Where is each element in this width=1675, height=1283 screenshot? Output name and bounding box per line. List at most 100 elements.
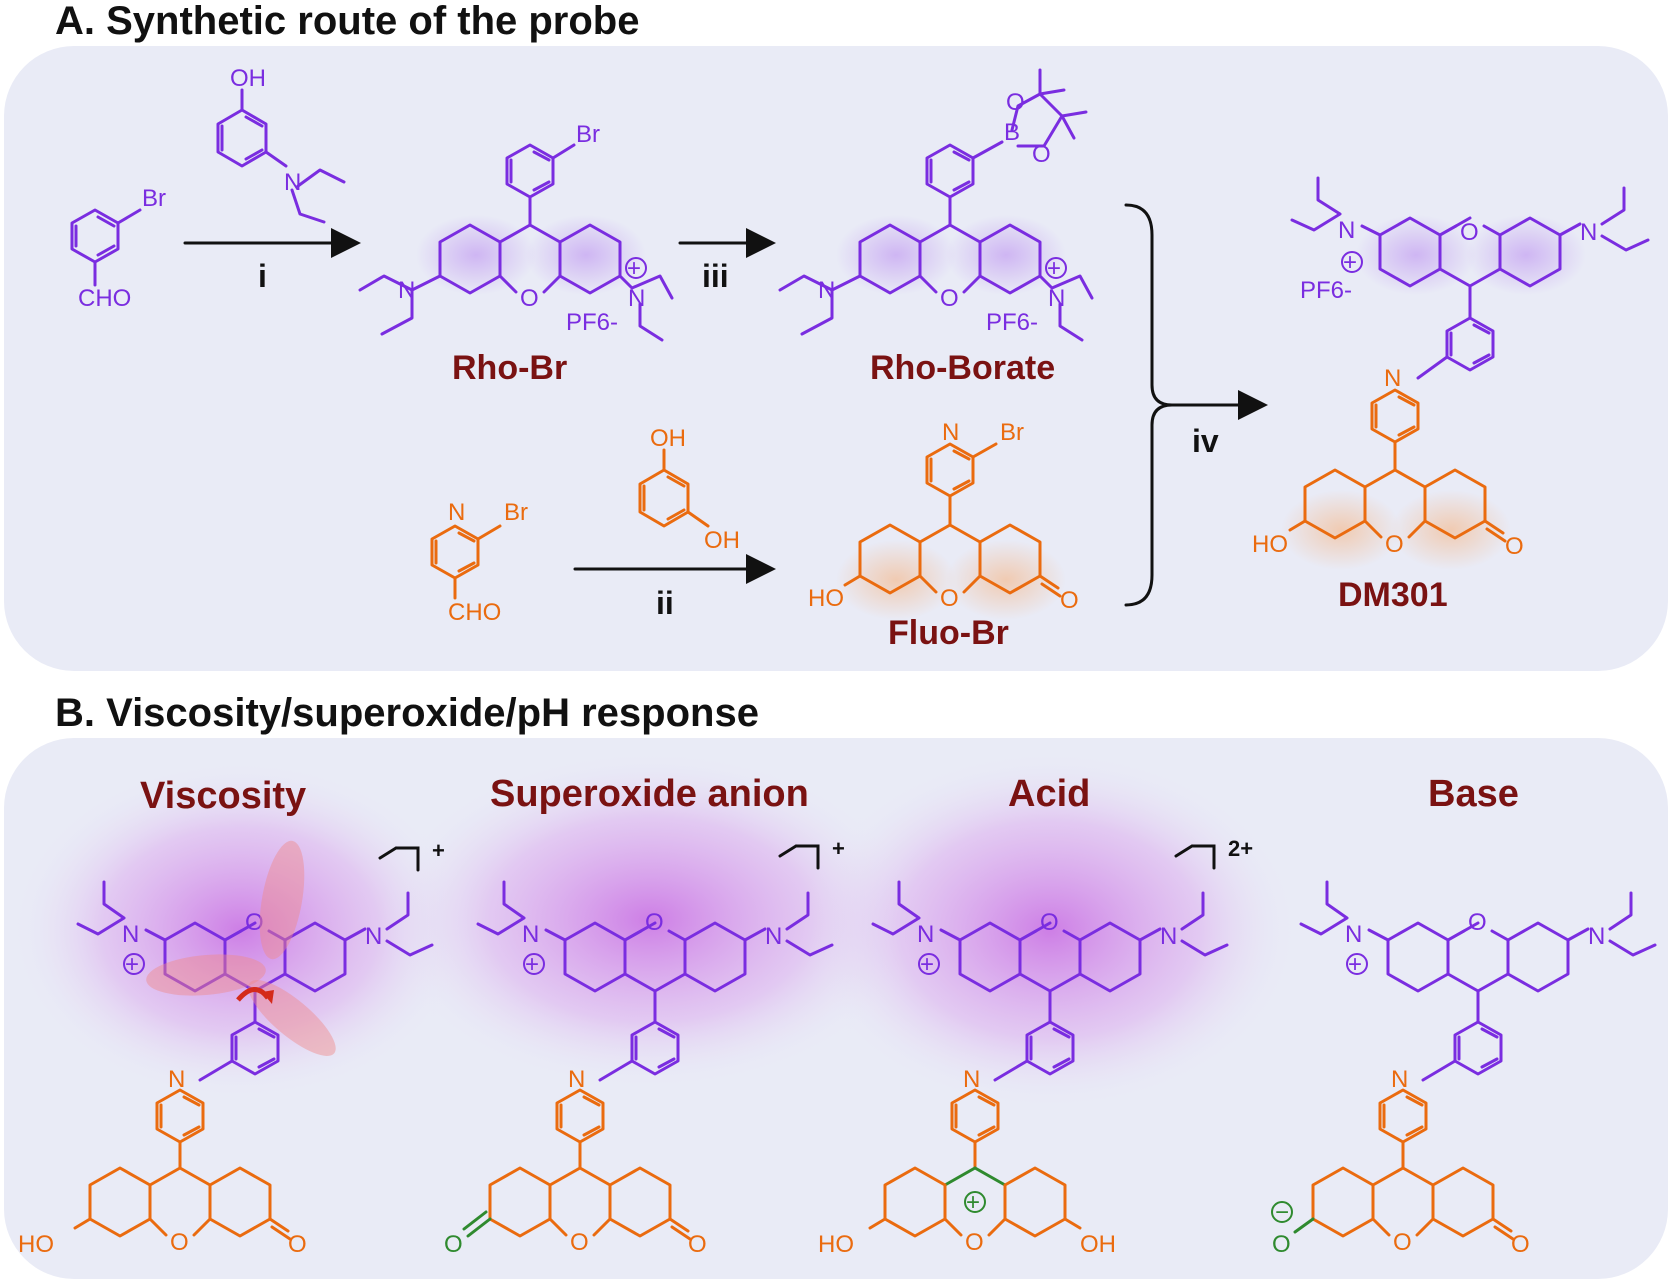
atom-o-boronate-2: O xyxy=(1032,141,1051,168)
atom-n: N xyxy=(765,923,782,950)
atom-n: N xyxy=(1580,219,1597,246)
atom-o-phenolate: O xyxy=(1272,1231,1291,1258)
atom-n: N xyxy=(818,277,835,304)
atom-o-carbonyl: O xyxy=(1060,587,1079,614)
charge-plus: + xyxy=(125,951,139,978)
dm301-base-structure: O N + N N O − O O xyxy=(1271,880,1657,1258)
charge-plus: + xyxy=(525,951,539,978)
atom-o: O xyxy=(520,285,539,312)
charge-plus-carbocation: + xyxy=(966,1189,980,1216)
rho-br-structure: O Br N N + PF6- xyxy=(358,121,674,342)
atom-n: N xyxy=(448,499,465,526)
atom-br: Br xyxy=(504,499,528,526)
heading-base: Base xyxy=(1428,773,1519,815)
atom-o-xanthene: O xyxy=(1385,531,1404,558)
atom-o-boronate-1: O xyxy=(1006,89,1025,116)
atom-o-carbonyl: O xyxy=(288,1231,307,1258)
atom-ho: HO xyxy=(808,585,844,612)
atom-n-plus: N xyxy=(1345,921,1362,948)
heading-acid: Acid xyxy=(1008,773,1090,815)
charge-plus: + xyxy=(920,951,934,978)
atom-o: O xyxy=(940,285,959,312)
fluorescence-glow-superoxide xyxy=(380,750,920,1090)
atom-o-xanthene: O xyxy=(965,1229,984,1256)
atom-br: Br xyxy=(142,185,166,212)
atom-br: Br xyxy=(576,121,600,148)
rotor-blade-1 xyxy=(259,840,305,960)
atom-o-carbonyl: O xyxy=(1505,533,1524,560)
charge-plus: + xyxy=(627,255,641,282)
atom-n: N xyxy=(284,169,301,196)
atom-n-pyridine: N xyxy=(168,1066,185,1093)
atom-o-carbonyl: O xyxy=(688,1231,707,1258)
atom-oh-2: OH xyxy=(704,527,740,554)
atom-n-plus: N xyxy=(1048,285,1065,312)
atom-cho: CHO xyxy=(448,599,501,626)
charge-plus: + xyxy=(1348,951,1362,978)
dm301-superoxide-structure: O N + N + N O O O xyxy=(444,836,845,1258)
label-rho-borate: Rho-Borate xyxy=(870,349,1055,387)
atom-oh: OH xyxy=(230,65,266,92)
atom-n-pyridine: N xyxy=(963,1066,980,1093)
atom-o: O xyxy=(245,909,264,936)
label-rho-br: Rho-Br xyxy=(452,349,567,387)
fluorescence-glow-acid xyxy=(800,750,1300,1110)
atom-o: O xyxy=(645,909,664,936)
atom-n: N xyxy=(365,923,382,950)
label-dm301: DM301 xyxy=(1338,576,1448,614)
atom-n-plus: N xyxy=(1338,217,1355,244)
fluo-br-structure: N Br O HO O xyxy=(808,419,1079,620)
condition-ii: ii xyxy=(656,585,674,621)
condition-iv: iv xyxy=(1192,423,1219,459)
atom-n: N xyxy=(1588,923,1605,950)
atom-n-plus: N xyxy=(522,921,539,948)
diethylaminophenol-structure: OH N xyxy=(216,65,346,224)
charge-plus: + xyxy=(1343,249,1357,276)
atom-o: O xyxy=(1040,909,1059,936)
dm301-structure: O N + PF6- N N O HO O xyxy=(1252,176,1650,570)
resorcinol-structure: OH OH xyxy=(638,425,740,554)
bromopyridine-aldehyde-structure: N Br CHO xyxy=(430,499,528,626)
counterion-pf6: PF6- xyxy=(986,309,1038,336)
bromobenzaldehyde-structure: Br CHO xyxy=(70,185,166,312)
atom-n-pyridine: N xyxy=(1384,365,1401,392)
rotor-blade-2 xyxy=(146,954,266,996)
charge-minus: − xyxy=(1275,1199,1289,1226)
atom-o: O xyxy=(940,585,959,612)
atom-n: N xyxy=(398,277,415,304)
atom-o-xanthene: O xyxy=(570,1229,589,1256)
atom-ho: HO xyxy=(18,1231,54,1258)
atom-o-quinone: O xyxy=(444,1231,463,1258)
section-a-title: A. Synthetic route of the probe xyxy=(55,0,639,43)
atom-n-pyridine: N xyxy=(1391,1066,1408,1093)
counterion-pf6: PF6- xyxy=(1300,277,1352,304)
charge-label-superoxide: + xyxy=(832,836,845,861)
section-a-panel xyxy=(4,46,1668,671)
atom-n-plus: N xyxy=(917,921,934,948)
dm301-acid-structure: O N + N 2+ N + O HO OH xyxy=(818,836,1253,1258)
section-b-title: B. Viscosity/superoxide/pH response xyxy=(55,691,759,735)
atom-n-plus: N xyxy=(628,285,645,312)
condition-iii: iii xyxy=(702,258,729,294)
charge-label-acid: 2+ xyxy=(1228,836,1253,861)
atom-oh: OH xyxy=(650,425,686,452)
atom-o-carbonyl: O xyxy=(1511,1231,1530,1258)
atom-ho: HO xyxy=(818,1231,854,1258)
atom-br: Br xyxy=(1000,419,1024,446)
counterion-pf6: PF6- xyxy=(566,309,618,336)
atom-o-xanthene: O xyxy=(170,1229,189,1256)
heading-superoxide: Superoxide anion xyxy=(490,773,809,815)
condition-i: i xyxy=(258,258,267,294)
rho-borate-structure: B O O O N N + PF6- xyxy=(778,68,1094,342)
atom-ho: HO xyxy=(1252,531,1288,558)
atom-o-xanthene: O xyxy=(1393,1229,1412,1256)
atom-n-pyridine: N xyxy=(568,1066,585,1093)
atom-b: B xyxy=(1004,119,1020,146)
label-fluo-br: Fluo-Br xyxy=(888,614,1009,652)
heading-viscosity: Viscosity xyxy=(140,775,306,817)
atom-o: O xyxy=(1468,909,1487,936)
atom-o: O xyxy=(1460,219,1479,246)
atom-n: N xyxy=(1160,923,1177,950)
charge-plus: + xyxy=(1047,255,1061,282)
